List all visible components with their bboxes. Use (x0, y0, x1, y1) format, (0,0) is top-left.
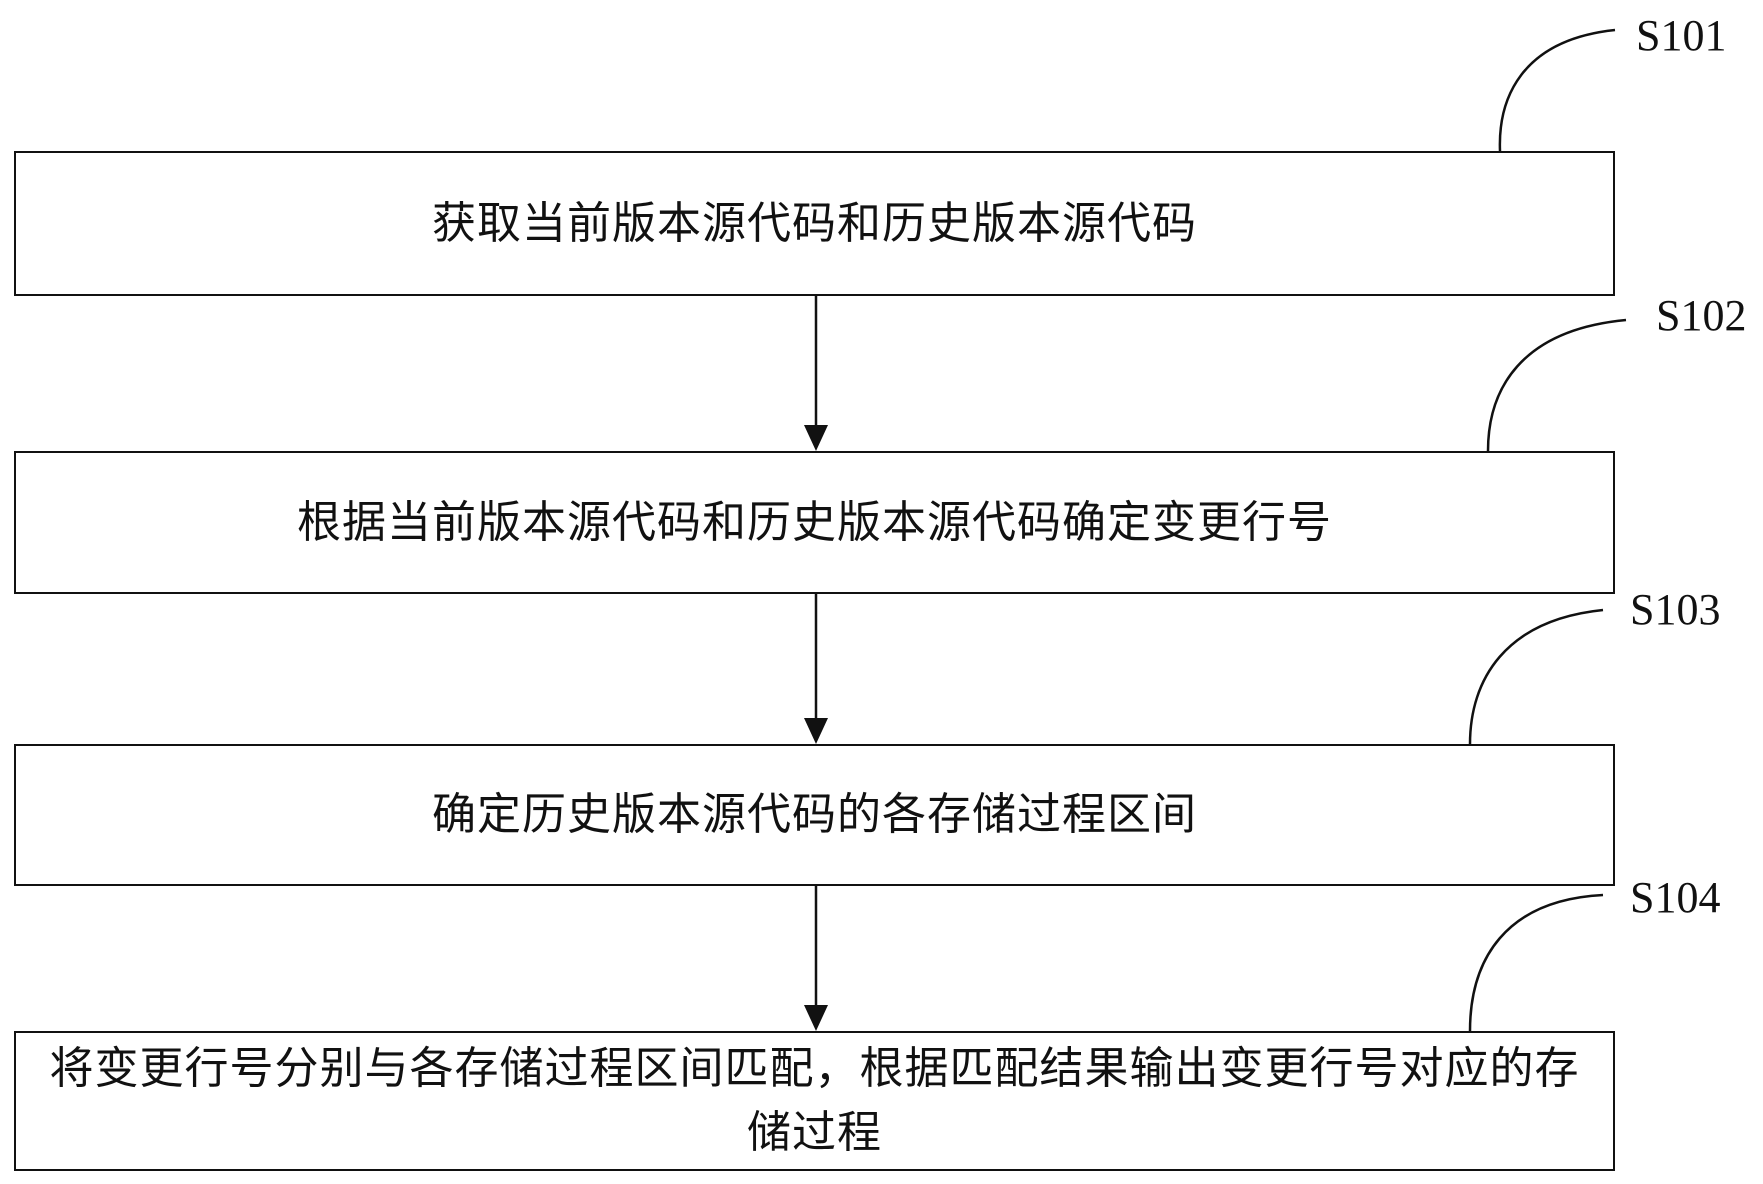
step-box-s103: 确定历史版本源代码的各存储过程区间 (14, 744, 1615, 886)
arrow-s101-to-s102 (804, 296, 828, 451)
leader-line-s102 (1486, 318, 1627, 452)
step-text-s102: 根据当前版本源代码和历史版本源代码确定变更行号 (297, 496, 1332, 548)
step-text-s104: 将变更行号分别与各存储过程区间匹配，根据匹配结果输出变更行号对应的存储过程 (49, 1043, 1580, 1158)
leader-line-s101 (1498, 28, 1616, 152)
leader-line-s104 (1468, 893, 1604, 1032)
step-label-s101: S101 (1636, 11, 1727, 60)
step-label-s103: S103 (1630, 585, 1721, 634)
step-box-s102: 根据当前版本源代码和历史版本源代码确定变更行号 (14, 451, 1615, 594)
step-label-s104: S104 (1630, 873, 1721, 922)
step-text-s101: 获取当前版本源代码和历史版本源代码 (432, 197, 1197, 249)
step-text-s103: 确定历史版本源代码的各存储过程区间 (432, 789, 1197, 840)
leader-line-s103 (1468, 608, 1604, 745)
arrow-s103-to-s104 (804, 886, 828, 1031)
step-box-s101: 获取当前版本源代码和历史版本源代码 (14, 151, 1615, 296)
arrow-s102-to-s103 (804, 594, 828, 744)
step-box-s104: 将变更行号分别与各存储过程区间匹配，根据匹配结果输出变更行号对应的存储过程 (14, 1031, 1615, 1171)
step-label-s102: S102 (1656, 291, 1747, 340)
